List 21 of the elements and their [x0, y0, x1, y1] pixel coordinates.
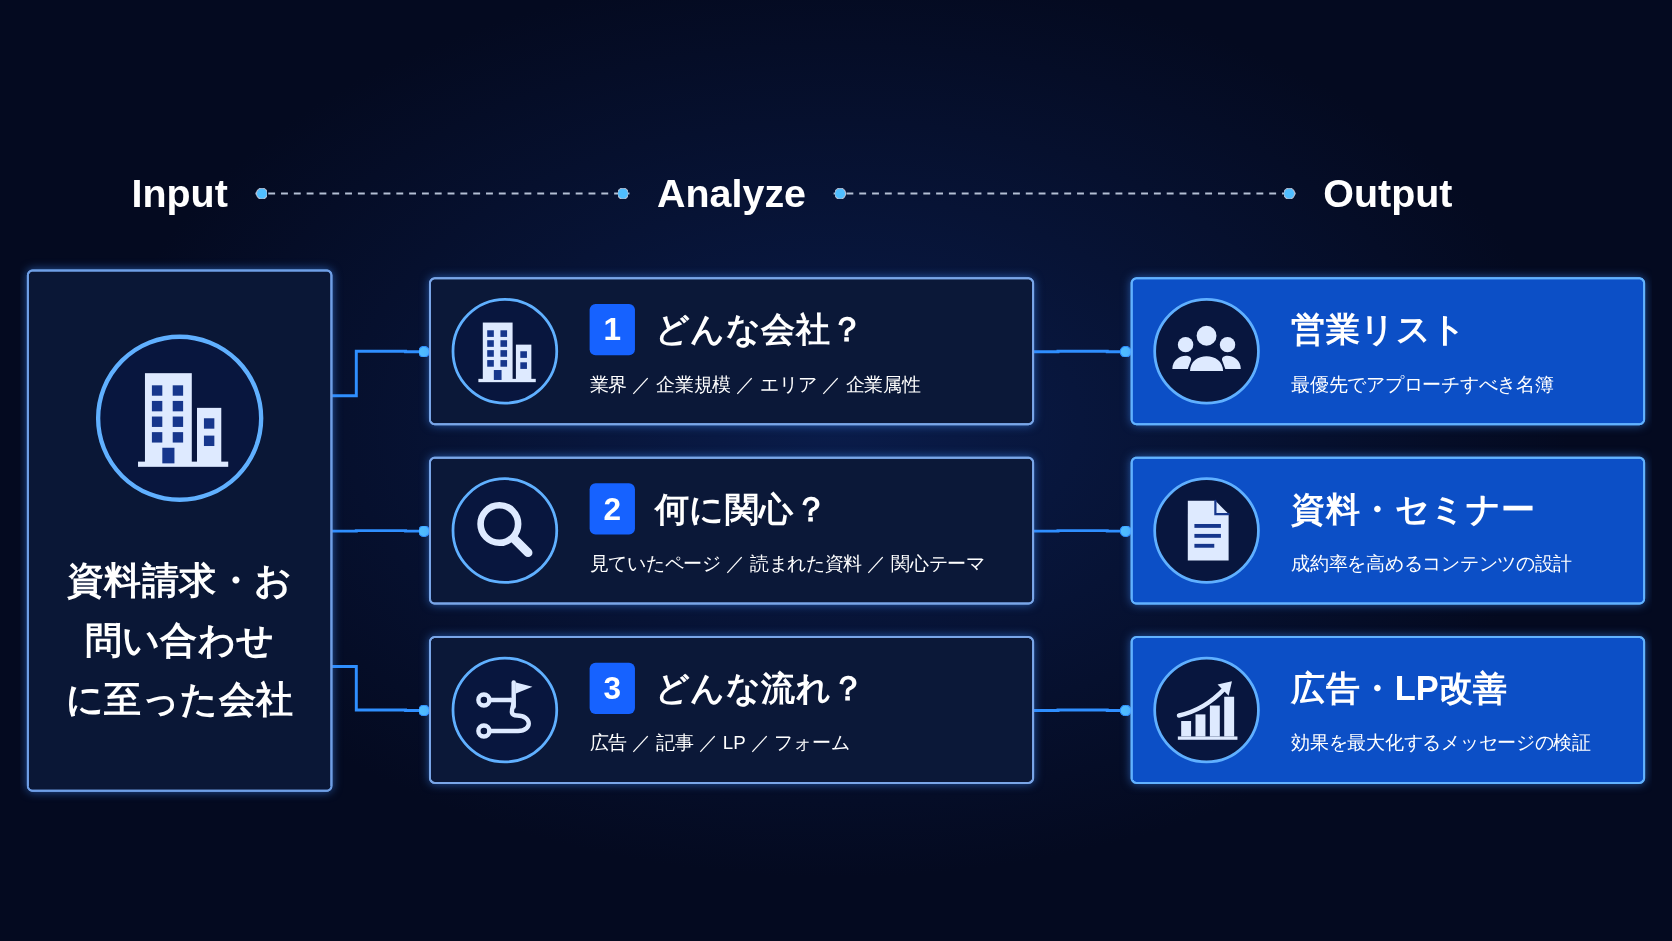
stage-label: Output — [1323, 171, 1453, 216]
step-heading: 何に関心？ — [654, 487, 829, 530]
step-details: 広告 ／ 記事 ／ LP ／ フォーム — [589, 731, 851, 756]
output-heading: 広告・LP改善 — [1291, 667, 1508, 709]
connector — [832, 187, 1297, 200]
step-heading: どんな流れ？ — [654, 667, 866, 709]
step-details: 見ていたページ ／ 読まれた資料 ／ 関心テーマ — [589, 552, 985, 576]
number-badge: 3 — [589, 662, 635, 714]
output-heading: 営業リスト — [1291, 308, 1467, 350]
output-description: 効果を最大化するメッセージの検証 — [1291, 731, 1591, 756]
step-details: 業界 ／ 企業規模 ／ エリア ／ 企業属性 — [589, 372, 921, 397]
output-description: 最優先でアプローチすべき名簿 — [1291, 372, 1554, 397]
stage-label: Input — [131, 171, 228, 216]
output-description: 成約率を高めるコンテンツの設計 — [1291, 552, 1573, 576]
connector — [254, 187, 631, 200]
source-title: 資料請求・お問い合わせに至った会社 — [64, 558, 295, 723]
stage-label: Analyze — [657, 171, 807, 216]
step-heading: どんな会社？ — [654, 308, 865, 350]
output-heading: 資料・セミナー — [1291, 487, 1536, 530]
number-badge: 2 — [589, 483, 635, 535]
number-badge: 1 — [589, 303, 635, 355]
